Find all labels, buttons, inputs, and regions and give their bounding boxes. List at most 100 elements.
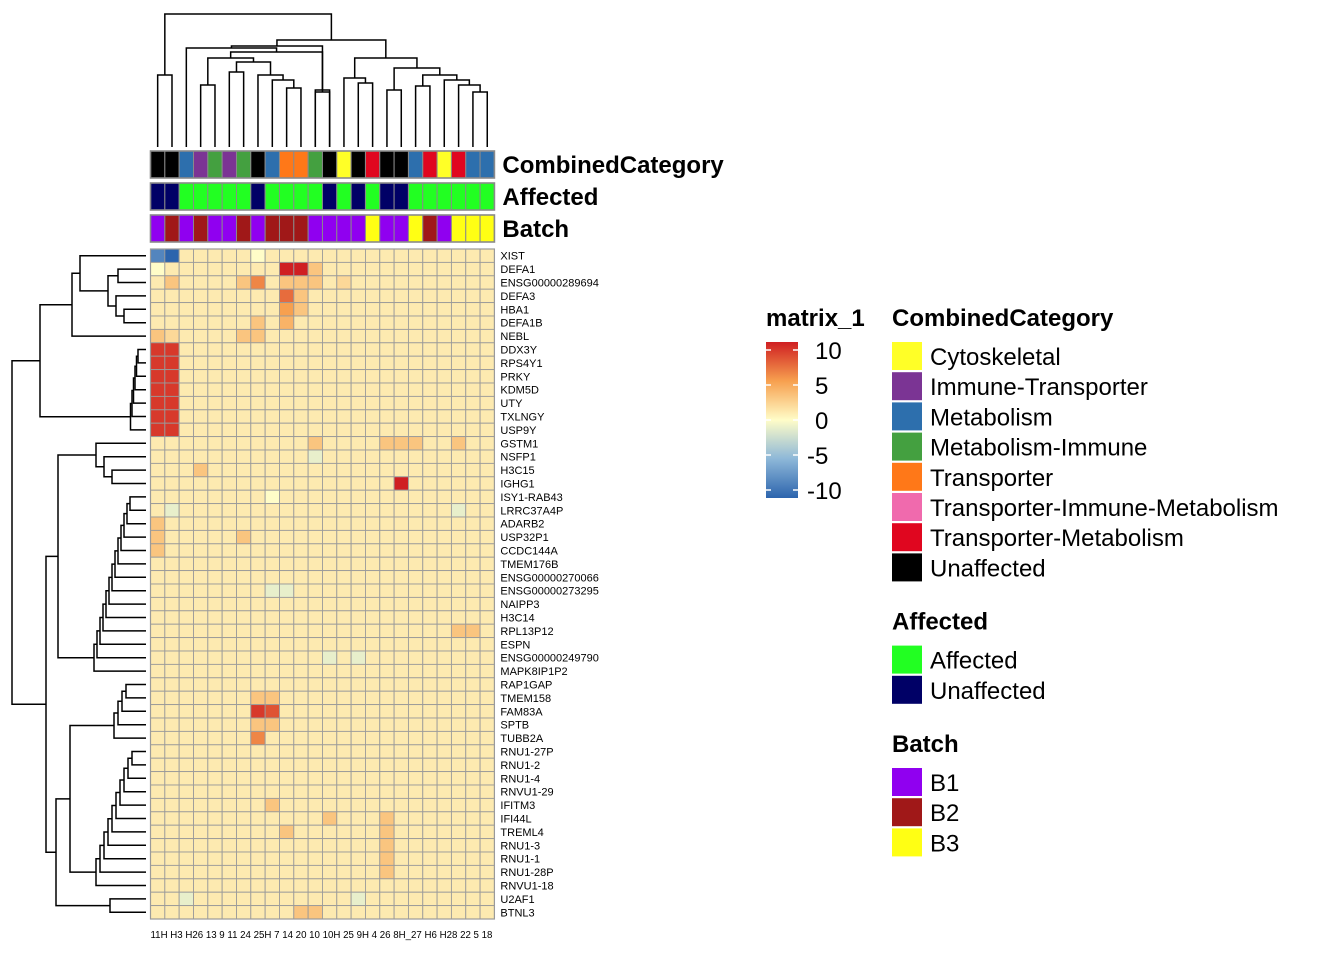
heatmap-cell xyxy=(293,650,309,665)
heatmap-cell xyxy=(279,395,295,411)
heatmap-cell xyxy=(150,261,166,277)
heatmap-cell xyxy=(178,342,194,357)
heatmap-cell xyxy=(422,570,438,585)
heatmap-cell xyxy=(307,663,323,679)
heatmap-cell xyxy=(193,489,209,505)
annotation-cell-combinedcategory xyxy=(407,150,424,179)
heatmap-cell xyxy=(164,489,180,505)
heatmap-cell xyxy=(207,744,223,759)
heatmap-cell xyxy=(322,677,338,692)
heatmap-cell xyxy=(307,891,323,907)
row-label: IGHG1 xyxy=(500,479,534,491)
heatmap-cell xyxy=(365,838,381,853)
heatmap-cell xyxy=(264,878,280,893)
row-label: U2AF1 xyxy=(500,894,534,906)
heatmap-cell xyxy=(307,275,323,290)
heatmap-cell xyxy=(164,824,180,840)
heatmap-cell xyxy=(465,516,481,531)
heatmap-cell xyxy=(365,851,381,866)
heatmap-cell xyxy=(407,342,424,357)
heatmap-cell xyxy=(436,717,452,732)
color-scale-tick-label: -5 xyxy=(807,443,828,470)
heatmap-cell xyxy=(365,369,381,384)
dendrogram-branch xyxy=(230,45,324,92)
heatmap-cell xyxy=(350,730,366,746)
heatmap-cell xyxy=(379,355,395,371)
heatmap-cell xyxy=(407,489,424,505)
heatmap-cell xyxy=(350,409,366,424)
heatmap-cell xyxy=(236,757,252,773)
heatmap-cell xyxy=(336,596,352,612)
heatmap-cell xyxy=(164,342,180,357)
heatmap-cell xyxy=(350,556,366,572)
row-label: RNU1-28P xyxy=(500,867,553,879)
heatmap-cell xyxy=(422,543,438,558)
heatmap-cell xyxy=(150,623,166,639)
heatmap-cell xyxy=(350,864,366,880)
heatmap-cell xyxy=(250,824,266,840)
row-label: FAM83A xyxy=(500,706,543,718)
heatmap-cell xyxy=(465,275,481,290)
heatmap-cell xyxy=(322,610,338,625)
heatmap-cell xyxy=(293,288,309,304)
heatmap-cell xyxy=(279,677,295,692)
heatmap-cell xyxy=(450,261,467,277)
heatmap-cell xyxy=(336,757,352,773)
heatmap-cell xyxy=(193,864,209,880)
heatmap-cell xyxy=(407,462,424,478)
heatmap-cell xyxy=(379,328,395,344)
heatmap-cell xyxy=(422,864,438,880)
heatmap-cell xyxy=(336,342,352,357)
heatmap-cell xyxy=(322,690,338,706)
heatmap-cell xyxy=(393,369,409,384)
heatmap-cell xyxy=(350,637,366,652)
heatmap-cell xyxy=(279,864,295,880)
heatmap-cell xyxy=(436,570,452,585)
heatmap-cell xyxy=(307,328,323,344)
heatmap-cell xyxy=(178,462,194,478)
heatmap-cell xyxy=(479,717,495,732)
heatmap-cell xyxy=(422,462,438,478)
annotation-cell-affected xyxy=(450,182,467,211)
heatmap-cell xyxy=(407,610,424,625)
heatmap-cell xyxy=(250,543,266,558)
heatmap-cell xyxy=(207,811,223,826)
heatmap-cell xyxy=(365,878,381,893)
heatmap-cell xyxy=(479,556,495,572)
heatmap-cell xyxy=(178,596,194,612)
heatmap-cell xyxy=(436,436,452,451)
heatmap-cell xyxy=(221,395,237,411)
heatmap-cell xyxy=(350,690,366,706)
heatmap-cell xyxy=(250,342,266,357)
heatmap-cell xyxy=(365,436,381,451)
heatmap-cell xyxy=(336,395,352,411)
heatmap-cell xyxy=(436,503,452,518)
heatmap-cell xyxy=(436,302,452,317)
column-labels: 11H H3 H26 13 9 11 24 25H 7 14 20 10 10H… xyxy=(151,930,493,941)
heatmap-cell xyxy=(236,677,252,692)
heatmap-cell xyxy=(150,677,166,692)
heatmap-cell xyxy=(293,623,309,639)
heatmap-cell xyxy=(164,248,180,263)
heatmap-cell xyxy=(193,704,209,719)
heatmap-cell xyxy=(365,570,381,585)
heatmap-cell xyxy=(178,503,194,518)
row-label: DEFA1 xyxy=(500,264,535,276)
heatmap-cell xyxy=(322,838,338,853)
heatmap-cell xyxy=(221,663,237,679)
annotation-cell-affected xyxy=(178,182,194,211)
heatmap-cell xyxy=(193,503,209,518)
heatmap-cell xyxy=(164,369,180,384)
heatmap-cell xyxy=(465,543,481,558)
row-label: IFI44L xyxy=(500,814,531,826)
heatmap-cell xyxy=(379,261,395,277)
heatmap-cell xyxy=(450,503,467,518)
row-label: RNU1-4 xyxy=(500,773,540,785)
heatmap-cell xyxy=(365,730,381,746)
heatmap-cell xyxy=(465,596,481,612)
heatmap-cell xyxy=(307,583,323,598)
annotation-cell-batch xyxy=(350,214,366,243)
heatmap-cell xyxy=(322,637,338,652)
heatmap-cell xyxy=(322,503,338,518)
heatmap-cell xyxy=(465,905,481,920)
